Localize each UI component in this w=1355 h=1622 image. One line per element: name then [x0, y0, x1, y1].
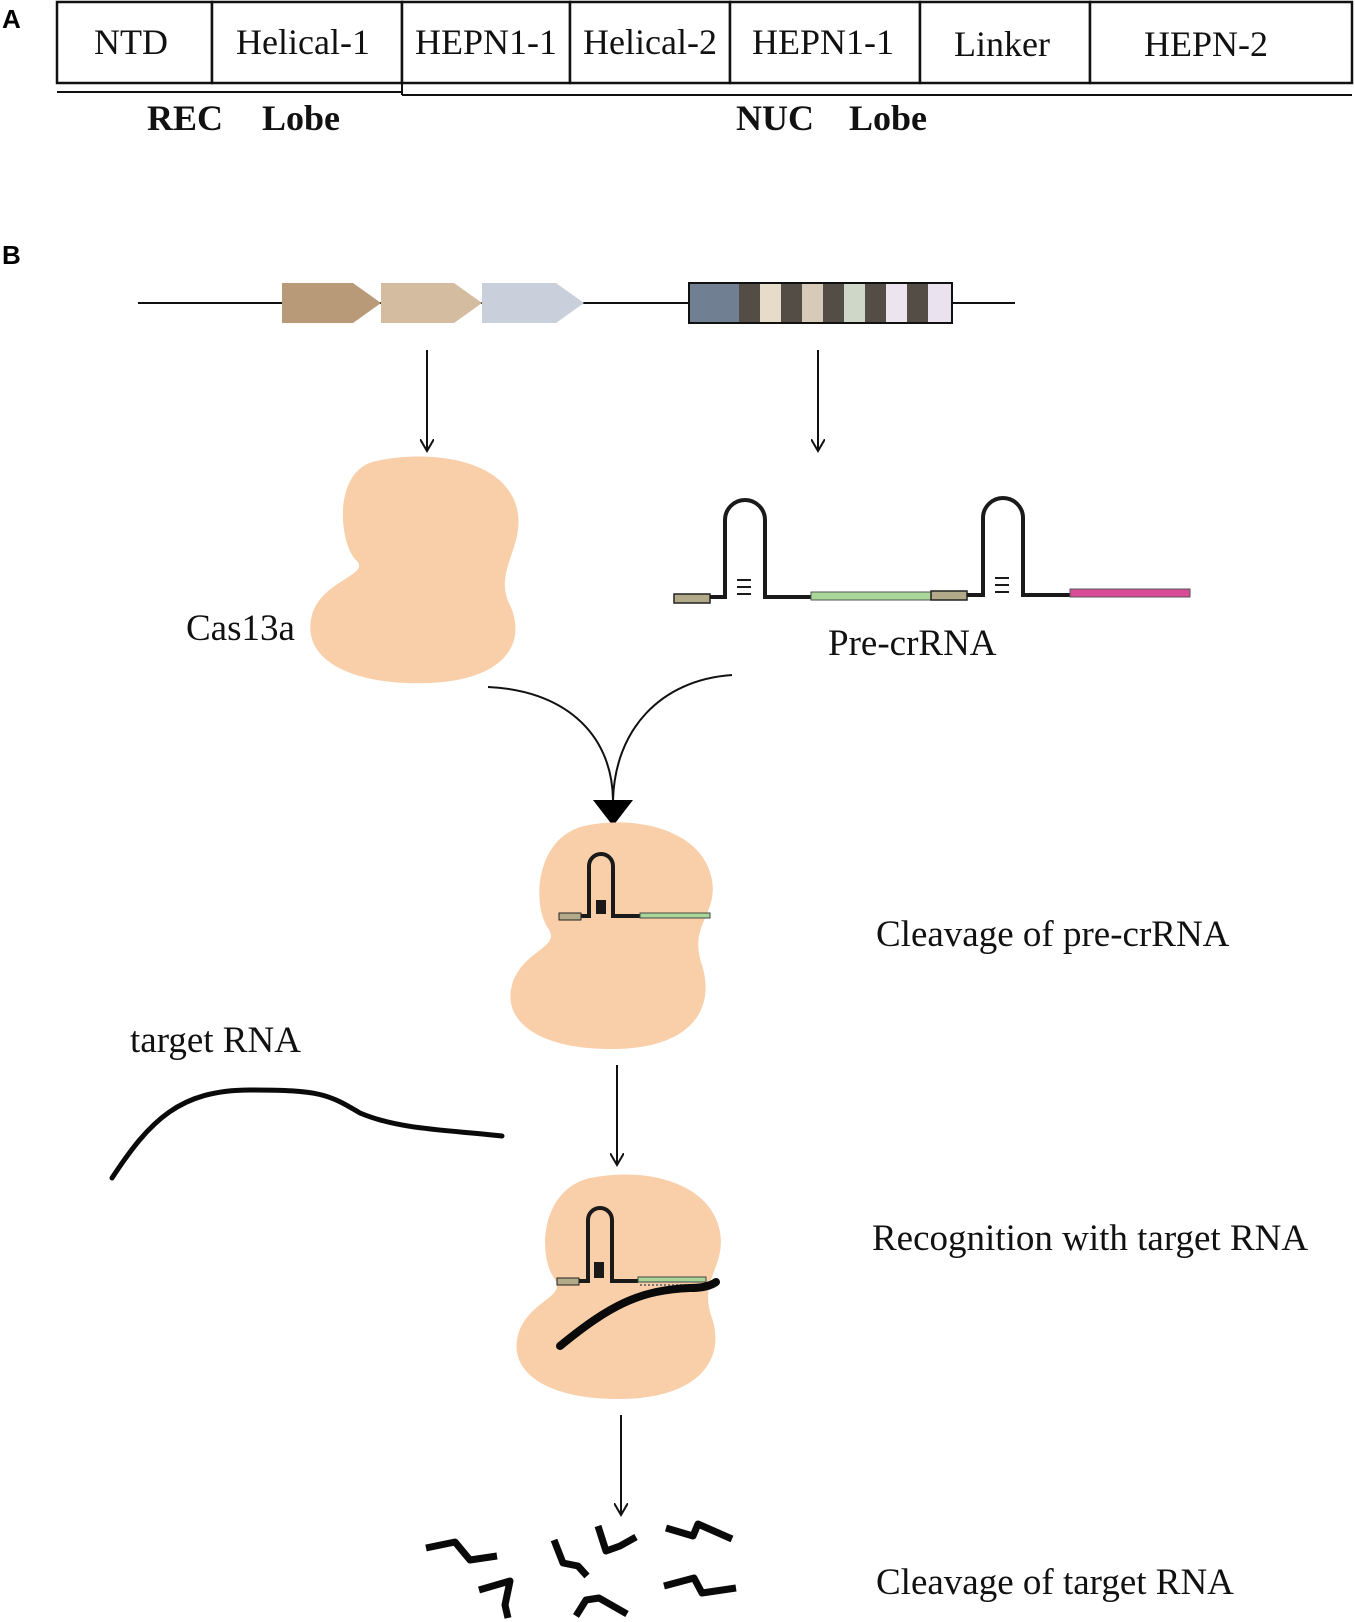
crrna-stem-pairs [596, 900, 606, 914]
panel-a: A NTD Helical-1 HEPN1-1 Helical-2 HEPN1-… [2, 0, 1354, 138]
repeat-block [907, 283, 928, 323]
cleaved-rna-fragments [425, 1520, 737, 1619]
crrna-tag [673, 593, 711, 604]
crrna-stem-pairs [594, 1262, 604, 1278]
crispr-array-outline [688, 282, 953, 324]
crispr-array [688, 282, 953, 324]
leader-block [689, 283, 739, 323]
crrna-tag [556, 1277, 580, 1286]
merge-curve-right [612, 674, 733, 801]
domain-label-ntd: NTD [94, 22, 168, 62]
cas-gene-arrow-3 [482, 283, 584, 323]
spacer-block [844, 283, 865, 323]
repeat-block [781, 283, 802, 323]
crrna-spacer-green [639, 912, 711, 919]
rna-fragment [550, 1538, 590, 1579]
cas-locus [138, 282, 1015, 324]
rna-fragment [573, 1594, 629, 1618]
complex1-crrna [558, 852, 711, 921]
cas13a-protein [310, 456, 519, 684]
crrna-tag [930, 590, 968, 601]
repeat-block [865, 283, 886, 323]
spacer-block [802, 283, 823, 323]
domain-box-linker [918, 0, 1092, 85]
rna-fragment [665, 1520, 734, 1543]
domain-label-hepn1-1-a: HEPN1-1 [415, 22, 557, 62]
panel-b-letter: B [2, 240, 21, 270]
pre-crrna [673, 496, 1191, 604]
domain-box-hepn1-1-a [400, 0, 572, 85]
domain-box-ntd [55, 0, 214, 85]
panel-a-letter: A [2, 4, 21, 34]
domain-label-helical-2: Helical-2 [583, 22, 717, 62]
domain-label-hepn1-1-b: HEPN1-1 [752, 22, 894, 62]
merge-curve-left [487, 686, 614, 801]
domain-box-hepn1-1-b [728, 0, 922, 85]
cas-gene-arrow-1 [282, 283, 381, 323]
rna-fragment [594, 1524, 638, 1555]
crrna-hairpin [581, 852, 640, 918]
spacer-block [886, 283, 907, 323]
domain-label-helical-1: Helical-1 [236, 22, 370, 62]
crrna-hairpin [710, 498, 811, 599]
domain-label-hepn-2: HEPN-2 [1144, 24, 1268, 64]
cas13a-label: Cas13a [186, 608, 295, 649]
nuc-lobe-label-nuc: NUC [736, 98, 814, 138]
spacer-block [760, 283, 781, 323]
panel-b: B [2, 240, 1308, 1619]
rna-fragment [478, 1577, 514, 1619]
crrna-spacer-pink [1069, 588, 1191, 598]
cas-gene-arrow-2 [381, 283, 482, 323]
nuc-lobe-label-lobe: Lobe [849, 98, 927, 138]
lobe-brackets [57, 2, 1352, 96]
repeat-block [739, 283, 760, 323]
merge-arrowhead [593, 800, 633, 826]
target-rna-label: target RNA [130, 1020, 301, 1061]
domain-label-linker: Linker [954, 24, 1050, 64]
pre-crrna-label: Pre-crRNA [828, 623, 997, 664]
rec-lobe-label-lobe: Lobe [262, 98, 340, 138]
crrna-hairpin [967, 496, 1070, 597]
rna-fragment [663, 1574, 737, 1597]
crrna-spacer-green [637, 1276, 707, 1283]
domain-box-hepn-2 [1088, 0, 1354, 85]
cas13a-crrna-complex [510, 822, 713, 1050]
bound-target-rna [556, 1278, 720, 1350]
recognition-label: Recognition with target RNA [872, 1218, 1308, 1259]
crrna-tag [558, 912, 582, 921]
cleavage-target-rna-label: Cleavage of target RNA [876, 1562, 1234, 1603]
domain-box-helical-1 [210, 0, 404, 85]
crrna-spacer-green [810, 591, 932, 601]
repeat-block [823, 283, 844, 323]
cleavage-pre-crrna-label: Cleavage of pre-crRNA [876, 914, 1230, 955]
crrna-hairpin [579, 1206, 638, 1283]
target-rna-strand [109, 1087, 505, 1181]
rna-fragment [425, 1538, 498, 1564]
domain-bar: NTD Helical-1 HEPN1-1 Helical-2 HEPN1-1 … [55, 0, 1354, 85]
spacer-block [928, 283, 952, 323]
rec-lobe-label-rec: REC [147, 98, 223, 138]
